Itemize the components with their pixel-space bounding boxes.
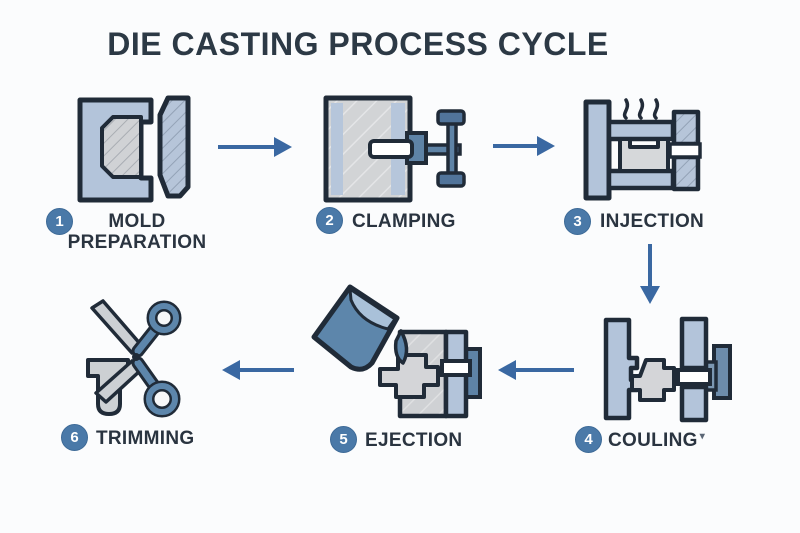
page-title: DIE CASTING PROCESS CYCLE — [107, 26, 609, 62]
step-label-ejection: EJECTION — [365, 430, 463, 451]
open-mold-icon — [77, 95, 191, 203]
cooling-mold-icon — [603, 316, 732, 423]
arrow-right-icon-1 — [218, 137, 292, 157]
arrow-down-icon — [640, 244, 660, 304]
arrow-left-icon-2 — [222, 360, 294, 380]
step-number-badge: 3 — [564, 208, 591, 235]
step-label-mold-preparation: MOLD PREPARATION — [67, 211, 207, 253]
label-artifact-mark: ▾ — [699, 430, 706, 442]
arrow-right-icon-2 — [493, 136, 555, 156]
step-number-badge: 4 — [575, 426, 602, 453]
step-number-badge: 6 — [61, 424, 88, 451]
step-number-badge: 2 — [316, 207, 343, 234]
step-label-cooling: COULING▾ — [608, 430, 706, 451]
step-label-trimming: TRIMMING — [96, 428, 195, 449]
step-label-injection: INJECTION — [600, 211, 705, 232]
injection-mold-heat-icon — [583, 98, 702, 201]
clamping-press-icon — [323, 95, 466, 203]
pouring-ladle-mold-icon — [311, 284, 482, 419]
step-label-clamping: CLAMPING — [352, 211, 456, 232]
scissors-trimming-icon — [86, 299, 182, 418]
step-number-badge: 1 — [46, 208, 73, 235]
step-number-badge: 5 — [330, 426, 357, 453]
arrow-left-icon-1 — [498, 360, 574, 380]
